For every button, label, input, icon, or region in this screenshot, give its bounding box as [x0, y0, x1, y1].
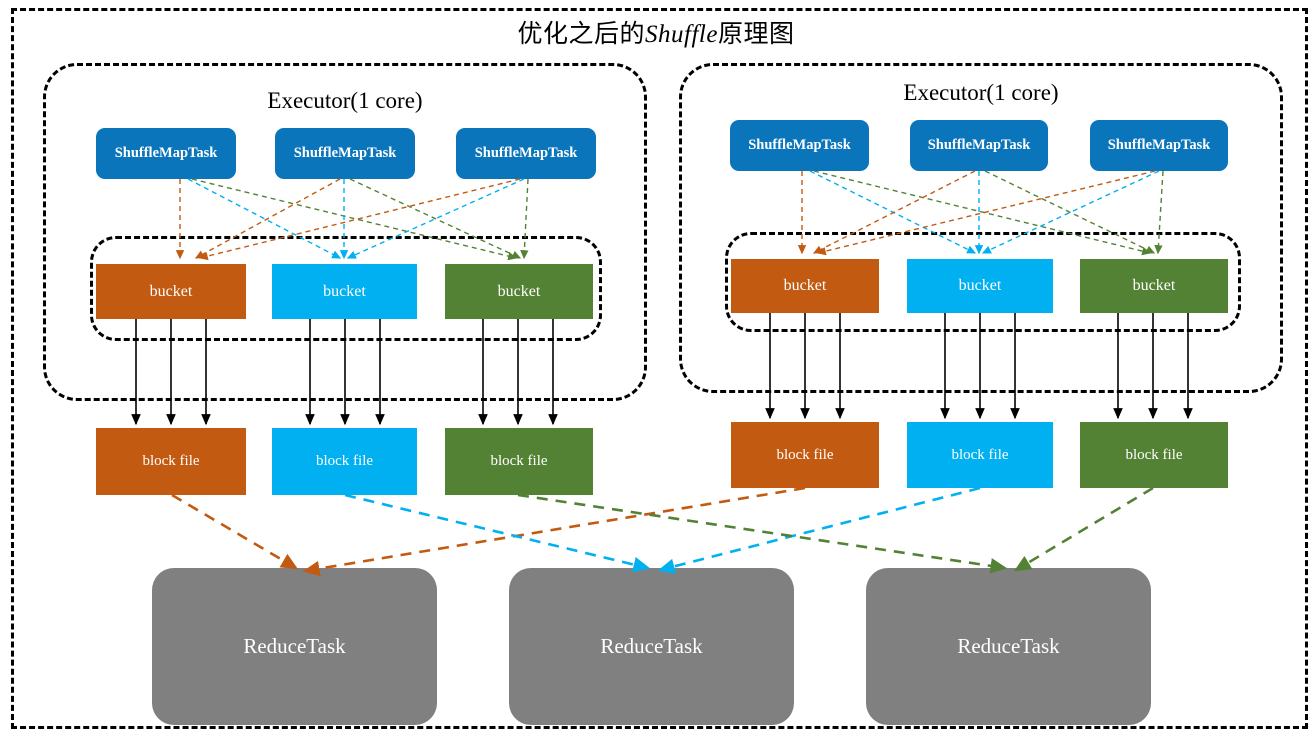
node-label: ShuffleMapTask: [927, 136, 1031, 153]
diagram-title: 优化之后的Shuffle原理图: [0, 14, 1312, 50]
title-italic-word: Shuffle: [645, 21, 718, 48]
bucket-1-1[interactable]: bucket: [96, 264, 246, 319]
outer-dashed-frame: [11, 8, 1308, 729]
node-label: bucket: [958, 277, 1002, 295]
node-label: block file: [776, 446, 834, 463]
block-file-1-3[interactable]: block file: [445, 428, 593, 495]
block-file-1-1[interactable]: block file: [96, 428, 246, 495]
block-file-2-2[interactable]: block file: [907, 422, 1053, 488]
node-label: ShuffleMapTask: [293, 144, 397, 161]
shuffle-map-task-2-3[interactable]: ShuffleMapTask: [1090, 120, 1228, 171]
node-label: bucket: [323, 282, 366, 300]
executor-label-1: Executor(1 core): [267, 88, 423, 113]
node-label: bucket: [1132, 277, 1176, 295]
executor-label-2: Executor(1 core): [903, 80, 1059, 105]
shuffle-map-task-1-3[interactable]: ShuffleMapTask: [456, 128, 596, 179]
node-label: ReduceTask: [243, 633, 346, 658]
node-label: bucket: [149, 282, 193, 300]
node-label: ShuffleMapTask: [474, 144, 578, 161]
bucket-2-1[interactable]: bucket: [731, 259, 879, 313]
block-file-2-3[interactable]: block file: [1080, 422, 1228, 488]
node-label: ReduceTask: [957, 633, 1060, 658]
bucket-1-3[interactable]: bucket: [445, 264, 593, 319]
executor-panel-2: [679, 63, 1283, 393]
node-label: block file: [142, 453, 200, 470]
bucket-2-3[interactable]: bucket: [1080, 259, 1228, 313]
shuffle-map-task-1-1[interactable]: ShuffleMapTask: [96, 128, 236, 179]
reduce-task-2[interactable]: ReduceTask: [509, 568, 794, 725]
title-suffix: 原理图: [717, 20, 795, 48]
shuffle-map-task-2-1[interactable]: ShuffleMapTask: [730, 120, 869, 171]
node-label: ShuffleMapTask: [748, 136, 851, 153]
node-label: bucket: [497, 282, 541, 300]
shuffle-map-task-1-2[interactable]: ShuffleMapTask: [275, 128, 415, 179]
block-file-1-2[interactable]: block file: [272, 428, 417, 495]
block-file-2-1[interactable]: block file: [731, 422, 879, 488]
shuffle-map-task-2-2[interactable]: ShuffleMapTask: [910, 120, 1048, 171]
node-label: block file: [951, 446, 1009, 463]
title-prefix: 优化之后的: [517, 20, 646, 48]
bucket-1-2[interactable]: bucket: [272, 264, 417, 319]
reduce-task-1[interactable]: ReduceTask: [152, 568, 437, 725]
node-label: block file: [490, 453, 548, 470]
node-label: bucket: [783, 277, 827, 295]
node-label: ShuffleMapTask: [1107, 136, 1211, 153]
node-label: block file: [1125, 446, 1183, 463]
node-label: ShuffleMapTask: [114, 144, 218, 161]
node-label: ReduceTask: [600, 633, 703, 658]
reduce-task-3[interactable]: ReduceTask: [866, 568, 1151, 725]
bucket-2-2[interactable]: bucket: [907, 259, 1053, 313]
node-label: block file: [315, 453, 374, 470]
